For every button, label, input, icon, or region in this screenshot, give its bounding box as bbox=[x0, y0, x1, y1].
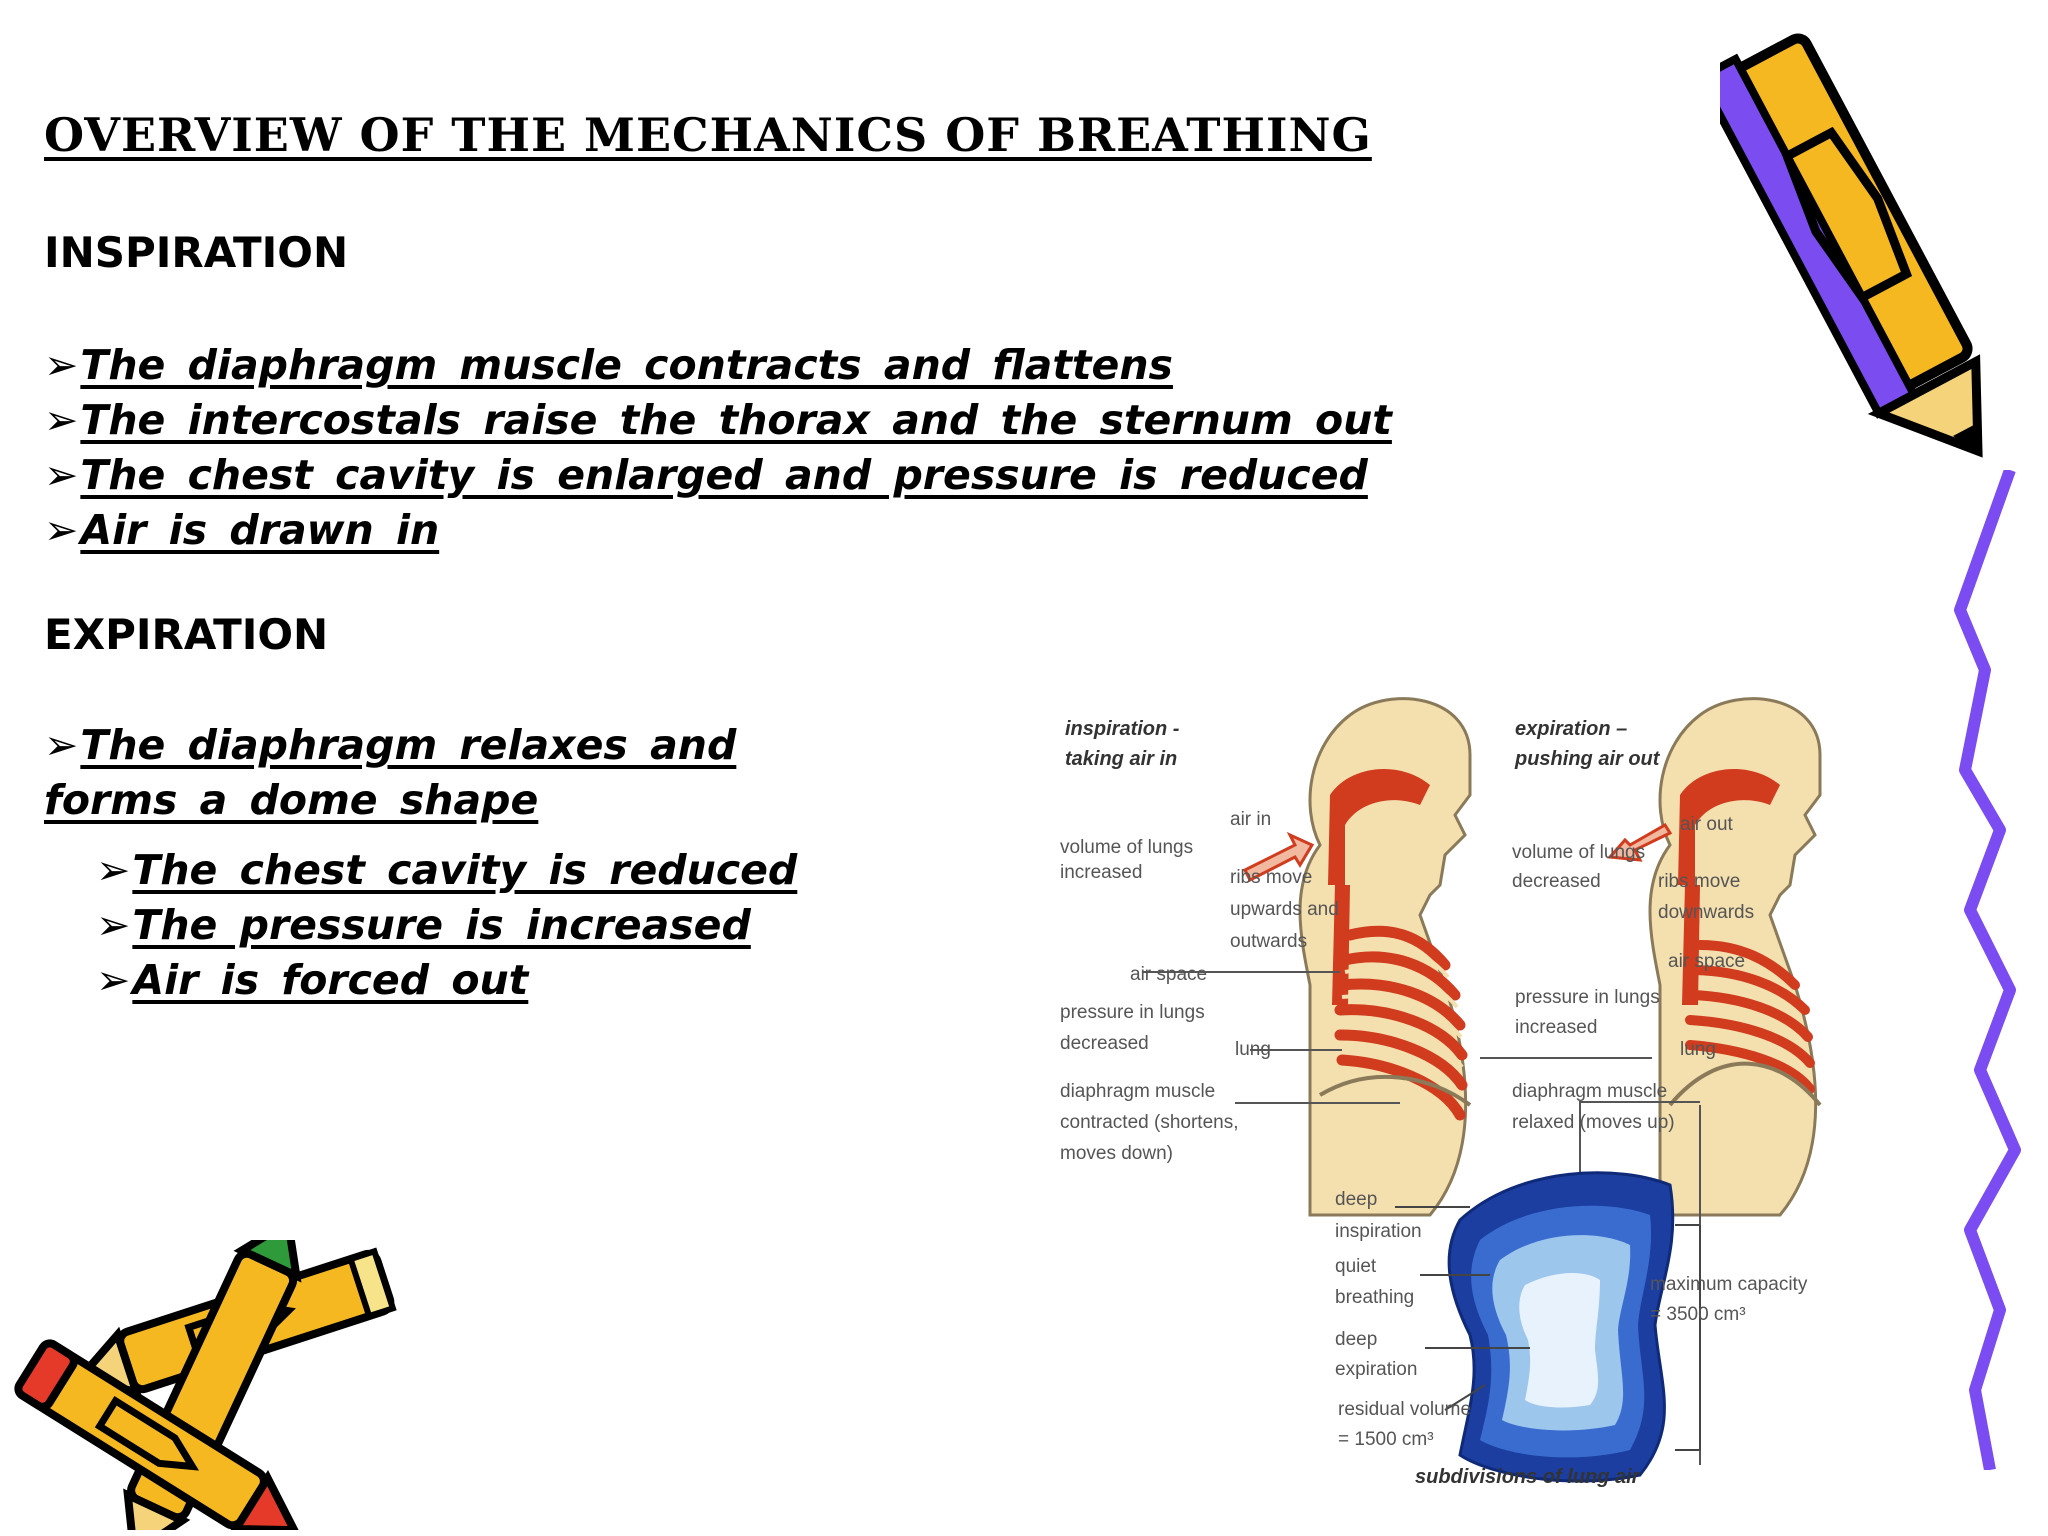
ribs-label-2: downwards bbox=[1658, 902, 1754, 923]
expiration-title-line-2: pushing air out bbox=[1514, 748, 1661, 770]
bullet-arrow-icon: ➢ bbox=[96, 846, 131, 894]
bullet-arrow-icon: ➢ bbox=[44, 451, 79, 499]
inspiration-title-line-2: taking air in bbox=[1065, 748, 1177, 770]
ribs-label-1: ribs move bbox=[1658, 871, 1740, 892]
deep-expiration-label-1: deep bbox=[1335, 1329, 1377, 1350]
lung-label: lung bbox=[1235, 1039, 1271, 1060]
inspiration-title-line-1: inspiration - bbox=[1065, 718, 1180, 740]
volume-label-2: decreased bbox=[1512, 871, 1601, 892]
volume-label-1: volume of lungs bbox=[1512, 842, 1645, 863]
deep-inspiration-label-1: deep bbox=[1335, 1189, 1377, 1210]
expiration-title-line-1: expiration – bbox=[1515, 718, 1627, 740]
volume-label-2: increased bbox=[1060, 862, 1142, 883]
pressure-label-1: pressure in lungs bbox=[1515, 987, 1660, 1008]
crayons-clipart-icon bbox=[14, 1240, 397, 1530]
diaphragm-label-2: contracted (shortens, bbox=[1060, 1112, 1238, 1133]
bullet-arrow-icon: ➢ bbox=[96, 901, 131, 949]
list-item: ➢The diaphragm muscle contracts and flat… bbox=[44, 341, 1173, 389]
pressure-label-2: decreased bbox=[1060, 1033, 1149, 1054]
volume-label-1: volume of lungs bbox=[1060, 837, 1193, 858]
squiggle-line-icon bbox=[1954, 470, 2021, 1470]
pressure-label-2: increased bbox=[1515, 1017, 1597, 1038]
deep-expiration-label-2: expiration bbox=[1335, 1359, 1417, 1380]
expiration-body-figure bbox=[1606, 697, 1822, 1217]
ribs-label-1: ribs move bbox=[1230, 867, 1312, 888]
pencil-clipart-icon bbox=[1720, 33, 1983, 458]
residual-volume-label-2: = 1500 cm³ bbox=[1338, 1429, 1434, 1450]
diaphragm-label-2: relaxed (moves up) bbox=[1512, 1112, 1675, 1133]
list-item: ➢Air is forced out bbox=[96, 956, 529, 1004]
ribs-label-3: outwards bbox=[1230, 931, 1307, 952]
maximum-capacity-label-1: maximum capacity bbox=[1650, 1274, 1808, 1295]
diaphragm-label-3: moves down) bbox=[1060, 1143, 1173, 1164]
diaphragm-label-1: diaphragm muscle bbox=[1512, 1081, 1667, 1102]
list-item: ➢The chest cavity is enlarged and pressu… bbox=[44, 451, 1368, 499]
expiration-heading: EXPIRATION bbox=[44, 610, 329, 659]
inspiration-heading: INSPIRATION bbox=[44, 228, 349, 277]
bullet-arrow-icon: ➢ bbox=[96, 956, 131, 1004]
list-item: ➢The diaphragm relaxes and bbox=[44, 721, 737, 769]
quiet-breathing-label-2: breathing bbox=[1335, 1287, 1414, 1308]
list-item: ➢The chest cavity is reduced bbox=[96, 846, 798, 894]
bullet-arrow-icon: ➢ bbox=[44, 341, 79, 389]
bullet-arrow-icon: ➢ bbox=[44, 396, 79, 444]
list-item-continuation: forms a dome shape bbox=[44, 776, 539, 824]
residual-volume-label-1: residual volume bbox=[1338, 1399, 1471, 1420]
deep-inspiration-label-2: inspiration bbox=[1335, 1221, 1422, 1242]
inspiration-body-figure bbox=[1242, 697, 1472, 1217]
lung-label: lung bbox=[1680, 1039, 1716, 1060]
inspiration-bullet-list: ➢The diaphragm muscle contracts and flat… bbox=[44, 338, 1392, 558]
quiet-breathing-label-1: quiet bbox=[1335, 1256, 1377, 1277]
air-out-label: air out bbox=[1680, 814, 1734, 835]
list-item: ➢Air is drawn in bbox=[44, 506, 440, 554]
air-space-label: air space bbox=[1668, 951, 1745, 972]
list-item: ➢The intercostals raise the thorax and t… bbox=[44, 396, 1392, 444]
diaphragm-label-1: diaphragm muscle bbox=[1060, 1081, 1215, 1102]
ribs-label-2: upwards and bbox=[1230, 899, 1339, 920]
air-space-label: air space bbox=[1130, 964, 1207, 985]
lung-air-chart bbox=[1395, 1171, 1701, 1483]
slide-title: OVERVIEW OF THE MECHANICS OF BREATHING bbox=[44, 108, 1372, 162]
expiration-bullet-list: ➢The diaphragm relaxes and forms a dome … bbox=[44, 718, 736, 828]
bullet-arrow-icon: ➢ bbox=[44, 721, 79, 769]
lung-air-caption: subdivisions of lung air bbox=[1415, 1466, 1641, 1488]
list-item: ➢The pressure is increased bbox=[96, 901, 751, 949]
bullet-arrow-icon: ➢ bbox=[44, 506, 79, 554]
maximum-capacity-label-2: = 3500 cm³ bbox=[1650, 1304, 1746, 1325]
expiration-sub-bullet-list: ➢The chest cavity is reduced ➢The pressu… bbox=[96, 843, 797, 1008]
breathing-diagram: inspiration - taking air in air in volum… bbox=[1060, 697, 1822, 1488]
air-in-label: air in bbox=[1230, 809, 1271, 830]
pressure-label-1: pressure in lungs bbox=[1060, 1002, 1205, 1023]
